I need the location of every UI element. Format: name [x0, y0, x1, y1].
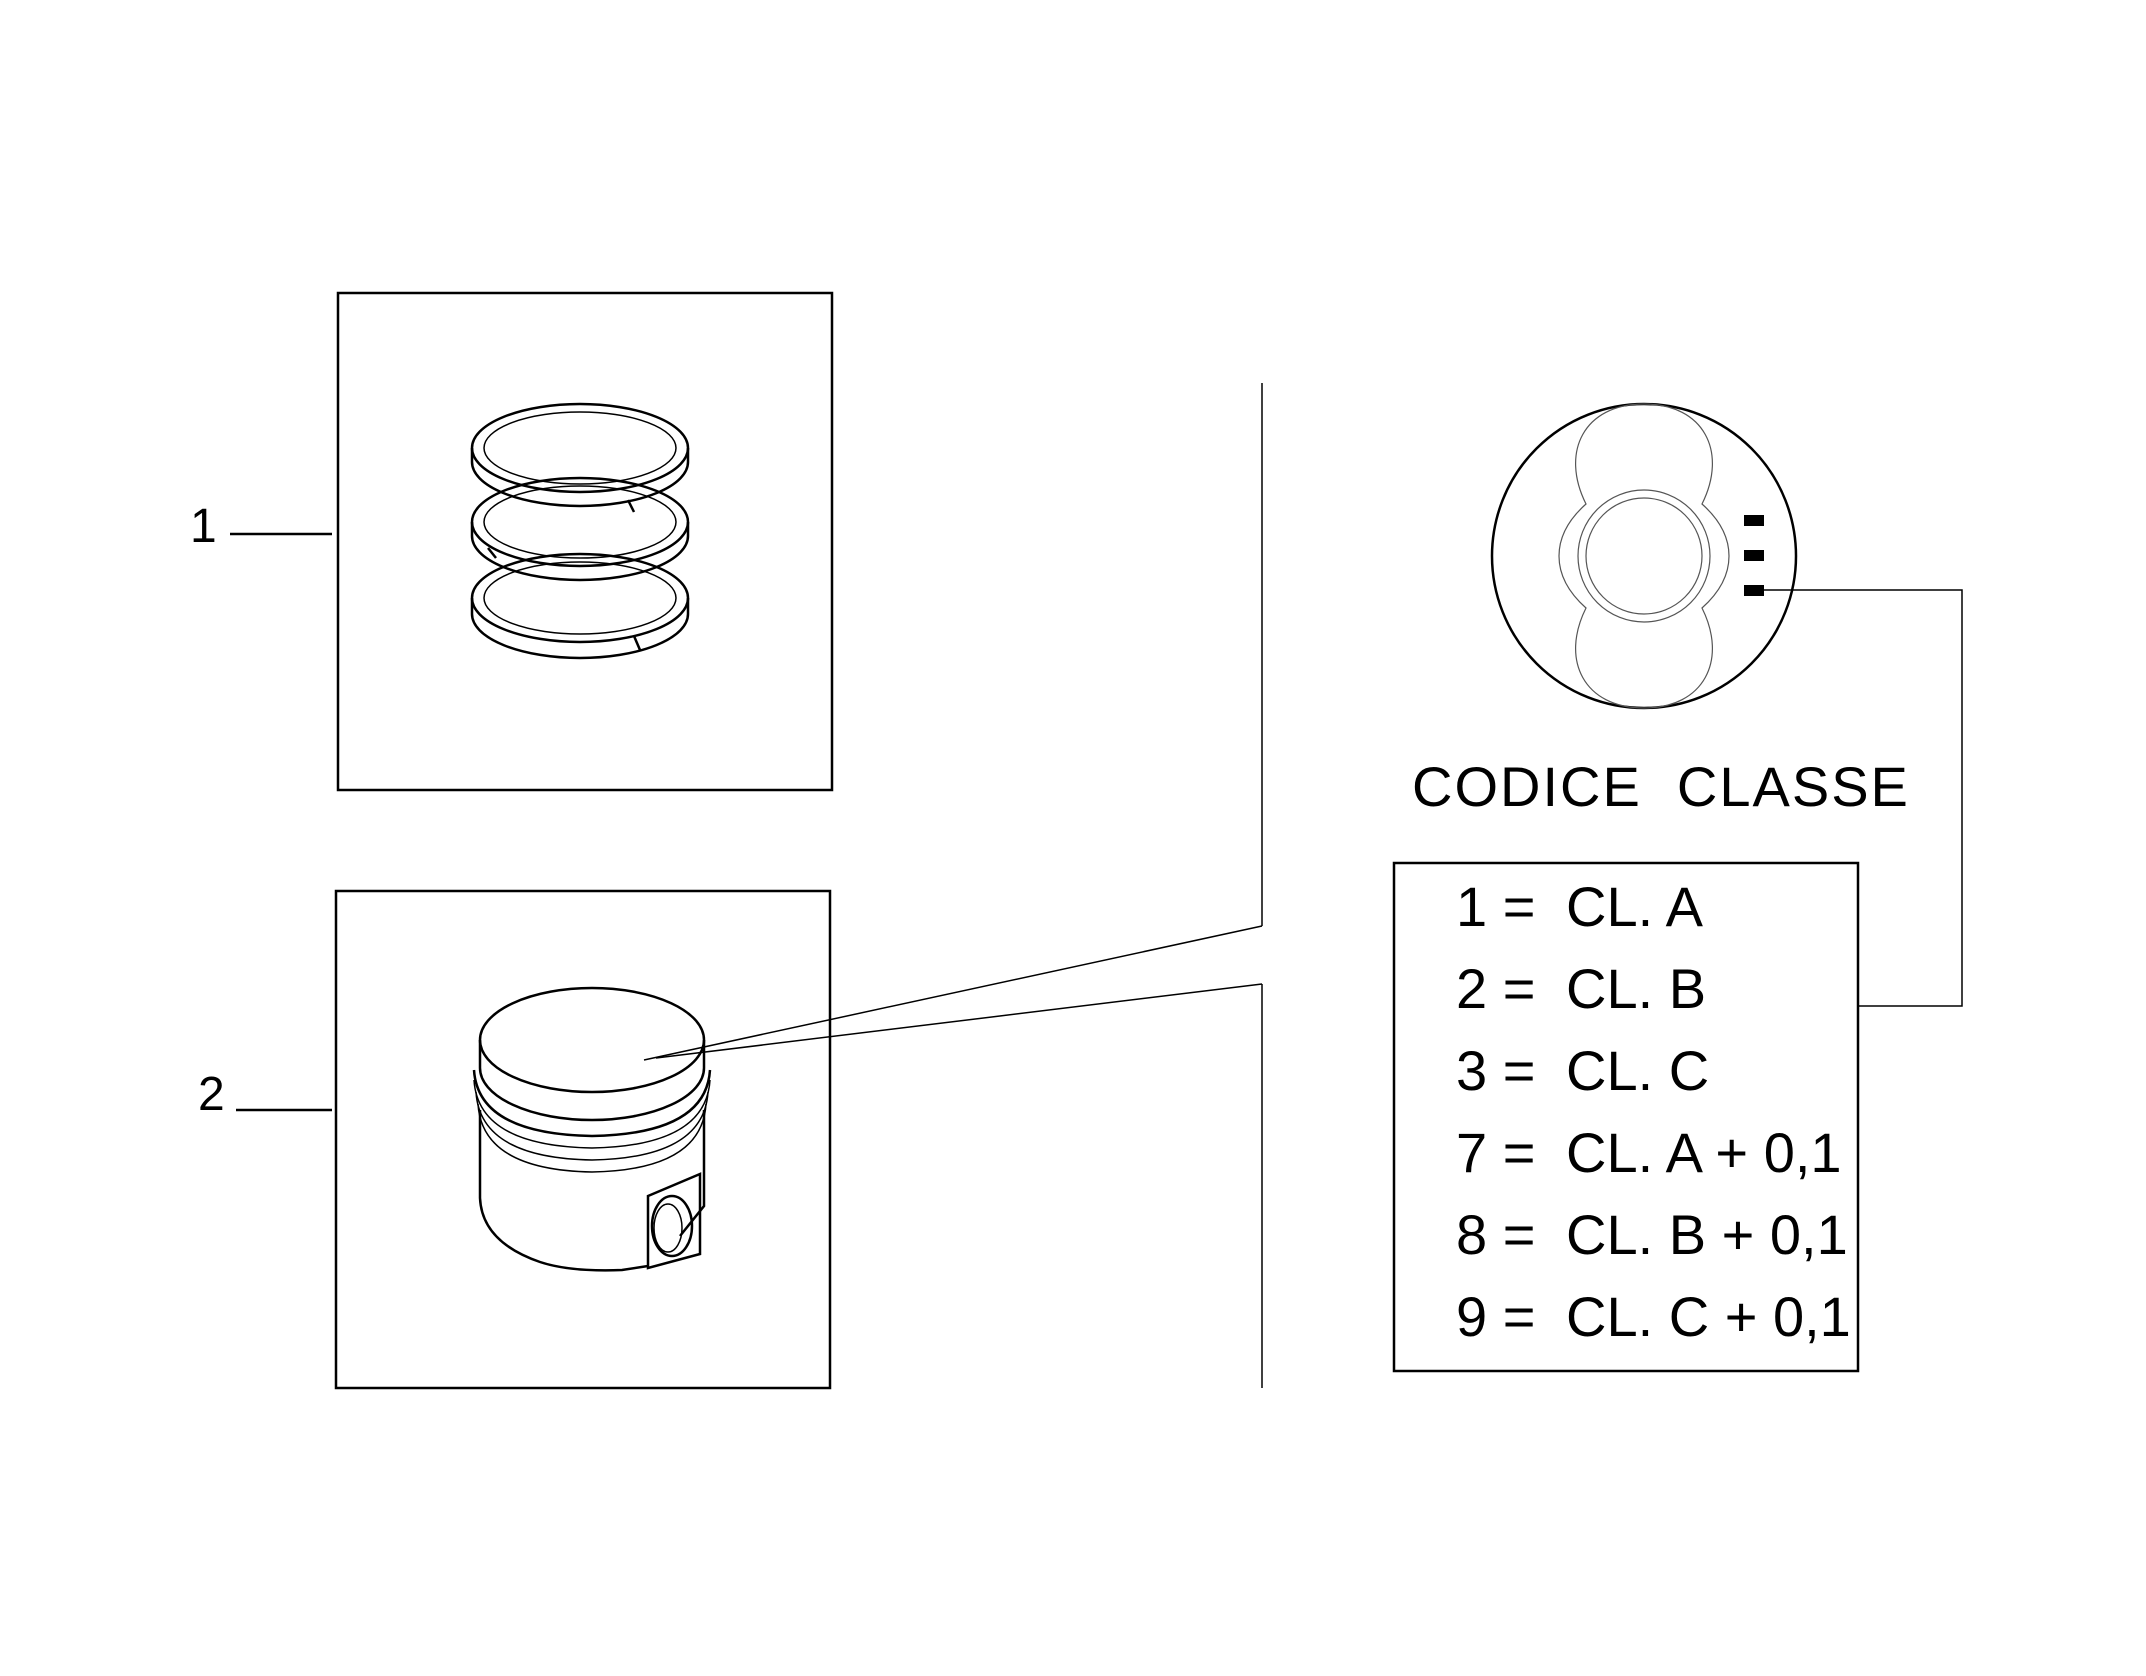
detail-leader	[643, 383, 1263, 1388]
class-code-value: CL. C + 0,1	[1566, 1285, 1851, 1348]
class-code-frame	[1392, 861, 1860, 1373]
class-mark-3	[1744, 585, 1764, 596]
piston-panel: 2	[198, 889, 832, 1390]
class-code-row: 7 = CL. A + 0,1	[1456, 1121, 1842, 1184]
piston-frame	[334, 889, 832, 1390]
class-code-number: 2 =	[1456, 957, 1535, 1020]
piston-top-view	[1490, 402, 1798, 710]
class-code-row: 2 = CL. B	[1456, 957, 1706, 1020]
callout-1-label: 1	[190, 500, 217, 553]
class-code-value: CL. A + 0,1	[1566, 1121, 1842, 1184]
class-code-number: 3 =	[1456, 1039, 1535, 1102]
class-code-number: 1 =	[1456, 875, 1535, 938]
class-code-number: 9 =	[1456, 1285, 1535, 1348]
piston-icon	[472, 986, 712, 1272]
class-code-row: 8 = CL. B + 0,1	[1456, 1203, 1848, 1266]
class-code-value: CL. C	[1566, 1039, 1709, 1102]
class-code-number: 8 =	[1456, 1203, 1535, 1266]
class-code-value: CL. B + 0,1	[1566, 1203, 1848, 1266]
class-code-number: 7 =	[1456, 1121, 1535, 1184]
class-code-row: 9 = CL. C + 0,1	[1456, 1285, 1851, 1348]
class-code-value: CL. B	[1566, 957, 1706, 1020]
piston-rings-frame	[336, 291, 834, 792]
class-code-value: CL. A	[1566, 875, 1704, 938]
class-code-legend: 1 = CL. A 2 = CL. B 3 = CL. C 7 = CL. A …	[1392, 861, 1860, 1373]
piston-rings-icon	[470, 402, 690, 660]
class-code-row: 1 = CL. A	[1456, 875, 1704, 938]
class-code-row: 3 = CL. C	[1456, 1039, 1709, 1102]
callout-2-label: 2	[198, 1068, 225, 1121]
class-mark-1	[1744, 515, 1764, 526]
class-mark-2	[1744, 550, 1764, 561]
codice-classe-caption: CODICE CLASSE	[1412, 755, 1910, 818]
class-mark-leader	[1764, 589, 1963, 1007]
piston-rings-panel: 1	[190, 291, 834, 792]
